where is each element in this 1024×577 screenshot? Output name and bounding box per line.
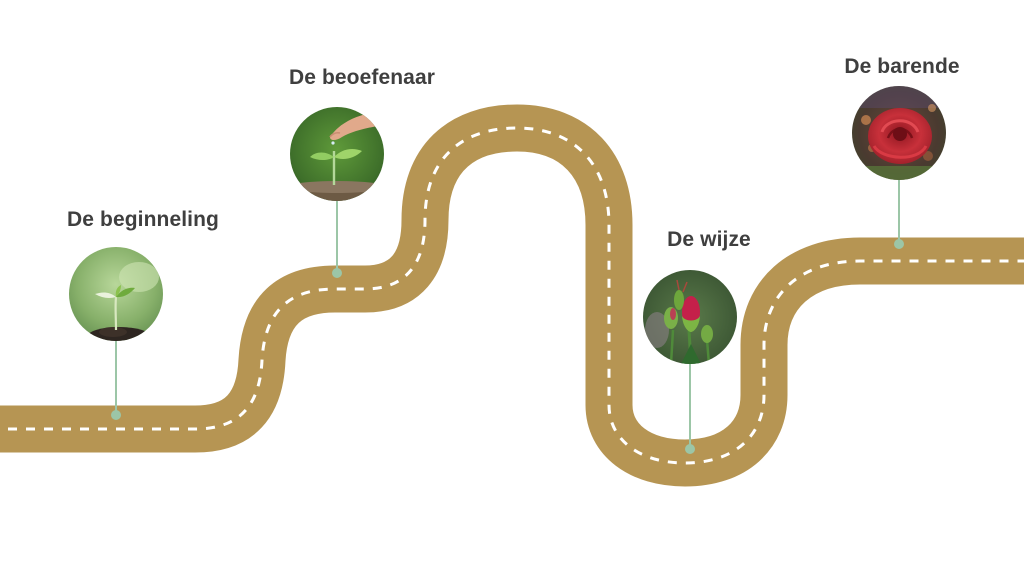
milestone-label-barende: De barende [844,55,960,78]
milestone-label-beoefenaar: De beoefenaar [288,66,436,89]
red-rose-photo [852,86,946,180]
seedling-sprout-photo [69,247,163,341]
milestone-label-wijze: De wijze [667,228,751,251]
connector-barende [894,178,904,249]
milestone-label-beginneling: De beginneling [67,208,219,231]
watering-seedling-photo [290,107,384,201]
connector-beoefenaar [332,195,342,278]
rose-buds-photo [643,270,737,364]
road-body [0,104,1024,487]
connector-wijze [685,360,695,454]
connector-beginneling [111,330,121,420]
